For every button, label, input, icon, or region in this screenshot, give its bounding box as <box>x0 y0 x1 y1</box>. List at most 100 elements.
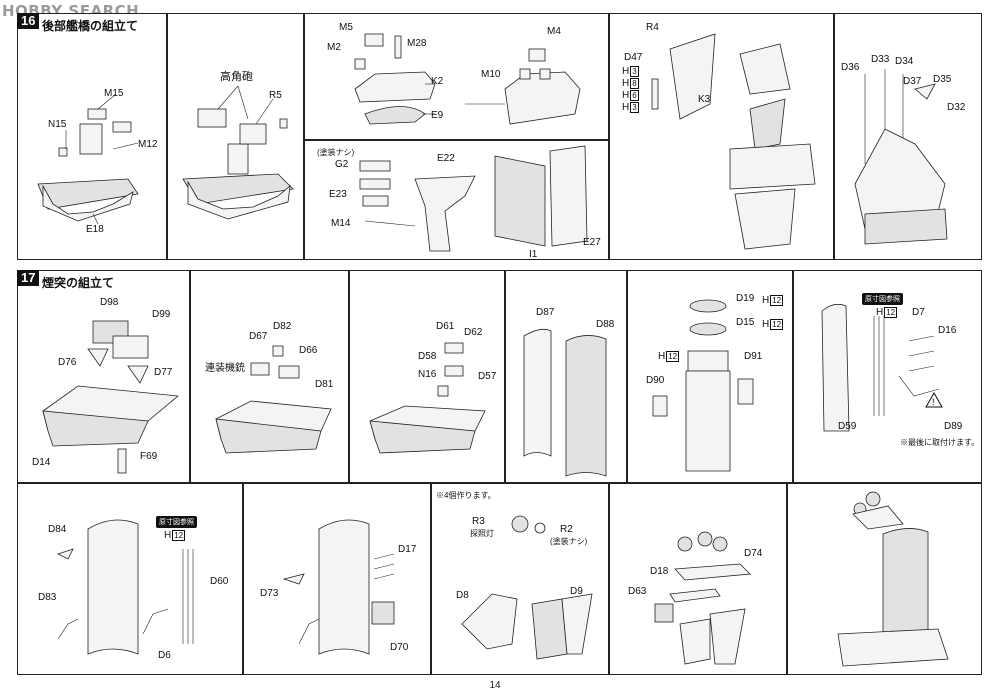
step17-badge: 17 <box>17 270 40 286</box>
step16-panel-rear-bridge-a: 16 後部艦橋の組立て M15 N15 M12 E18 <box>17 13 167 260</box>
label-d14: D14 <box>32 457 51 468</box>
step17-panel-platform: D74 D18 D63 <box>609 483 787 675</box>
funnel-cap-art <box>652 299 754 472</box>
searchlight-art <box>461 515 593 660</box>
label-e23: E23 <box>329 189 347 200</box>
label-d9: D9 <box>570 586 583 597</box>
step16-panel-hi-angle-gun: 高角砲 R5 <box>167 13 304 260</box>
label-m5: M5 <box>339 22 353 33</box>
step16-title: 後部艦橋の組立て <box>42 19 139 33</box>
label-d18: D18 <box>650 566 669 577</box>
label-d36: D36 <box>841 62 860 73</box>
label-d37: D37 <box>903 76 922 87</box>
svg-text:!: ! <box>932 397 935 407</box>
label-d70: D70 <box>390 642 409 653</box>
final-funnel-art <box>837 491 949 667</box>
label-d16: D16 <box>938 325 957 336</box>
label-r3: R3 <box>472 516 485 527</box>
label-unpainted: (塗装ナシ) <box>317 148 355 157</box>
label-d15: D15 <box>736 317 755 328</box>
label-d6: D6 <box>158 650 171 661</box>
label-e22: E22 <box>437 153 455 164</box>
label-d73: D73 <box>260 588 279 599</box>
make-four-note: ※4個作ります。 <box>436 491 496 500</box>
label-d17: D17 <box>398 544 417 555</box>
label-unpainted-2: (塗装ナシ) <box>550 537 588 546</box>
label-d19: D19 <box>736 293 755 304</box>
mast-finish-art <box>854 69 948 245</box>
label-d82: D82 <box>273 321 292 332</box>
label-d61: D61 <box>436 321 455 332</box>
funnel-pipes-b-art <box>282 519 395 655</box>
label-d90: D90 <box>646 375 665 386</box>
label-e27: E27 <box>583 237 601 248</box>
label-n16: N16 <box>418 369 437 380</box>
label-d74: D74 <box>744 548 763 559</box>
label-d98: D98 <box>100 297 119 308</box>
install-last-note: ※最後に取付けます。 <box>900 438 980 447</box>
label-d8: D8 <box>456 590 469 601</box>
label-hi-angle-gun: 高角砲 <box>220 71 253 83</box>
label-d59: D59 <box>838 421 857 432</box>
mast-art <box>651 33 816 250</box>
label-d88: D88 <box>596 319 615 330</box>
label-n15: N15 <box>48 119 67 130</box>
label-d87: D87 <box>536 307 555 318</box>
label-d91: D91 <box>744 351 763 362</box>
step16-panel-upper-deck: M5 M2 M28 K2 E9 M4 M10 <box>304 13 609 140</box>
label-d60: D60 <box>210 576 229 587</box>
funnel-halves-art <box>523 328 607 477</box>
funnel-pipes-a-art <box>56 519 194 655</box>
label-m12: M12 <box>138 139 158 150</box>
label-d62: D62 <box>464 327 483 338</box>
label-d32: D32 <box>947 102 966 113</box>
label-d57: D57 <box>478 371 497 382</box>
label-d63: D63 <box>628 586 647 597</box>
full-size-ref-badge-2: 原寸図参照 <box>156 516 197 528</box>
step16-badge: 16 <box>17 13 40 29</box>
label-g2: G2 <box>335 159 349 170</box>
label-e18: E18 <box>86 224 104 235</box>
step17-panel-funnel-halves: D87 D88 <box>505 270 627 483</box>
label-d33: D33 <box>871 54 890 65</box>
label-d77: D77 <box>154 367 173 378</box>
pipes-art: ! <box>821 303 943 432</box>
step17-panel-funnel-base: 17 煙突の組立て D98 D99 D76 D77 D14 F69 <box>17 270 190 483</box>
label-r4: R4 <box>646 22 659 33</box>
label-m2: M2 <box>327 42 341 53</box>
label-d81: D81 <box>315 379 334 390</box>
label-m4: M4 <box>547 26 561 37</box>
label-d34: D34 <box>895 56 914 67</box>
label-k3: K3 <box>698 94 711 105</box>
label-d47: D47 <box>624 52 643 63</box>
label-d35: D35 <box>933 74 952 85</box>
hi-angle-gun-art <box>182 85 294 220</box>
label-f69: F69 <box>140 451 158 462</box>
platform-art <box>654 531 751 665</box>
step17-panel-funnel-pipes-b: D17 D73 D70 <box>243 483 431 675</box>
label-m10: M10 <box>481 69 501 80</box>
upper-deck-art <box>354 33 581 125</box>
label-r5: R5 <box>269 90 282 101</box>
label-d76: D76 <box>58 357 77 368</box>
label-d83: D83 <box>38 592 57 603</box>
label-searchlight: 探照灯 <box>470 529 494 538</box>
label-d66: D66 <box>299 345 318 356</box>
label-m15: M15 <box>104 88 124 99</box>
mg-art <box>215 345 332 454</box>
label-d89: D89 <box>944 421 963 432</box>
label-twin-mg: 連装機銃 <box>205 363 245 374</box>
mast-base-art <box>359 145 588 252</box>
full-size-ref-badge: 原寸図参照 <box>862 293 903 305</box>
label-d84: D84 <box>48 524 67 535</box>
label-m28: M28 <box>407 38 427 49</box>
label-d99: D99 <box>152 309 171 320</box>
